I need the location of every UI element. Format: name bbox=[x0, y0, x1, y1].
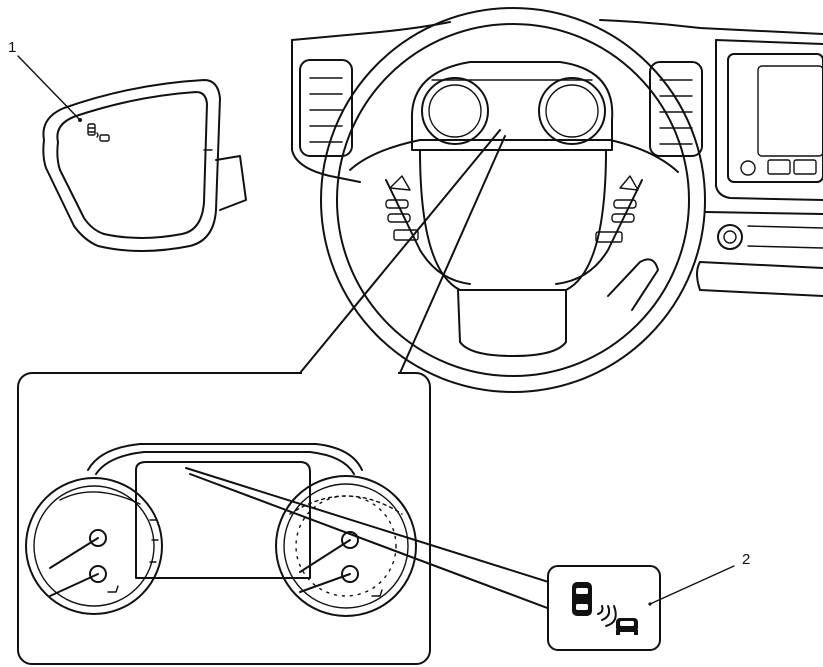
right-air-vent bbox=[649, 61, 703, 157]
callout-number-1: 1 bbox=[8, 39, 16, 56]
callout-2: 2 bbox=[649, 551, 750, 605]
indicator-callout-frame bbox=[547, 565, 661, 651]
dashboard-knob bbox=[717, 224, 743, 250]
leader-line-1 bbox=[17, 55, 81, 121]
center-display bbox=[715, 39, 823, 201]
callout-1: 1 bbox=[8, 39, 82, 122]
speedometer-gauge bbox=[25, 477, 163, 615]
mirror-blind-spot-icon bbox=[87, 123, 110, 142]
leader-line-2 bbox=[649, 565, 735, 605]
cluster-blind-spot-icon bbox=[572, 582, 638, 635]
tachometer-gauge bbox=[275, 475, 417, 617]
cluster-inset bbox=[17, 129, 575, 665]
side-mirror bbox=[42, 79, 247, 252]
steering-wheel bbox=[320, 7, 706, 393]
callout-number-2: 2 bbox=[742, 551, 750, 568]
inset-frame bbox=[17, 372, 431, 665]
dashboard bbox=[291, 19, 823, 297]
indicator-callout bbox=[547, 565, 661, 651]
